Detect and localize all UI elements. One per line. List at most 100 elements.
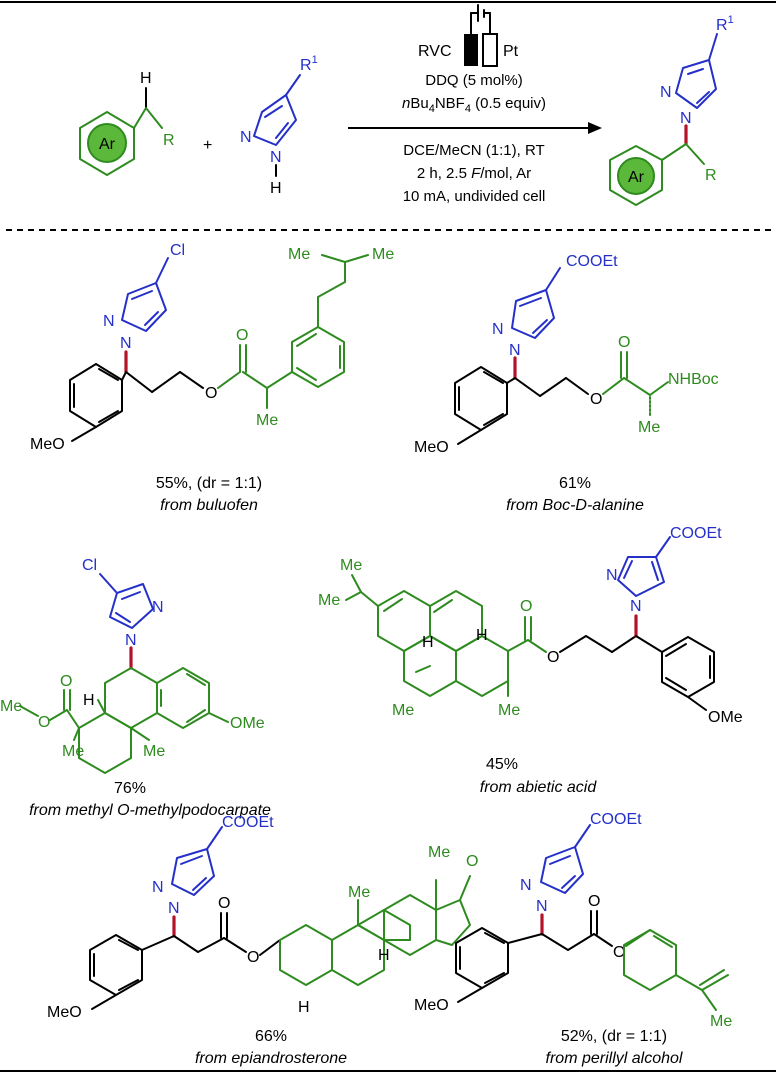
- p3-h-label: H: [83, 692, 95, 709]
- p4-ester-o: O: [547, 649, 559, 666]
- pyrazole-r1-label: R1: [300, 54, 318, 74]
- p5-h5-label: H: [298, 999, 310, 1016]
- p4-ome-label: OMe: [708, 709, 743, 726]
- p2-yield: 61%: [559, 475, 591, 492]
- p5-meo-label: MeO: [47, 1004, 82, 1021]
- product-boc-alanine: COOEt N N O O NHBoc Me MeO: [414, 253, 719, 456]
- p3-ome-label: OMe: [230, 715, 265, 732]
- p5-carbonyl-o: O: [218, 895, 230, 912]
- product-general: R1 N N R Ar: [609, 14, 734, 206]
- p5-me1-label: Me: [348, 884, 370, 901]
- pyrazole-n1-label: N: [270, 149, 282, 166]
- p3-methyl-o: Me: [0, 698, 22, 715]
- substrate-ar-label: Ar: [99, 136, 116, 153]
- p1-cl-label: Cl: [170, 242, 185, 259]
- p6-n2-label: N: [520, 877, 532, 894]
- substrate-h-label: H: [140, 70, 152, 87]
- p4-source: from abietic acid: [480, 779, 598, 796]
- p3-me1-label: Me: [62, 743, 84, 760]
- plus-sign: +: [203, 137, 212, 154]
- p2-meo-label: MeO: [414, 439, 449, 456]
- p4-me-left: Me: [318, 592, 340, 609]
- cathode-label: Pt: [503, 43, 519, 60]
- current-condition: 10 mA, undivided cell: [403, 188, 546, 205]
- p5-cooet-label: COOEt: [222, 814, 274, 831]
- p6-ester-o: O: [613, 944, 625, 961]
- product-n2-label: N: [660, 84, 672, 101]
- p1-source: from buluofen: [160, 497, 258, 514]
- product-r-label: R: [705, 167, 717, 184]
- product-buluofen: Cl N N O O Me Me Me MeO: [30, 242, 394, 453]
- p4-me1-label: Me: [392, 702, 414, 719]
- p6-source: from perillyl alcohol: [546, 1050, 683, 1067]
- p6-carbonyl-o: O: [588, 893, 600, 910]
- p5-me2-label: Me: [428, 844, 450, 861]
- product-ar-label: Ar: [628, 169, 645, 186]
- p3-cl-label: Cl: [82, 557, 97, 574]
- p1-n1-label: N: [120, 335, 132, 352]
- p2-cooet-label: COOEt: [566, 253, 618, 270]
- p2-me-label: Me: [638, 419, 660, 436]
- p1-carbonyl-o: O: [236, 327, 248, 344]
- substrate-r-label: R: [163, 132, 175, 149]
- p2-source: from Boc-D-alanine: [506, 497, 644, 514]
- p5-n2-label: N: [152, 879, 164, 896]
- p4-cooet-label: COOEt: [670, 525, 722, 542]
- product-podocarpate: Cl N N OMe Me H O O Me Me: [0, 557, 265, 774]
- p6-yield: 52%, (dr = 1:1): [561, 1028, 667, 1045]
- solvent-condition: DCE/MeCN (1:1), RT: [403, 142, 544, 159]
- p4-me-top: Me: [340, 557, 362, 574]
- pyrazole-reagent: R1 N N H: [240, 54, 318, 197]
- catalyst-condition: DDQ (5 mol%): [425, 72, 523, 89]
- p3-carbonyl-o: O: [60, 673, 72, 690]
- p1-yield: 55%, (dr = 1:1): [156, 475, 262, 492]
- p1-ester-o: O: [205, 385, 217, 402]
- product-abietic: Me Me O O N N COOEt OMe H H: [318, 525, 743, 726]
- p1-me-label: Me: [256, 412, 278, 429]
- p5-h-label: H: [378, 947, 390, 964]
- p5-yield: 66%: [255, 1028, 287, 1045]
- p2-n2-label: N: [492, 321, 504, 338]
- substrate-arene: Ar H R: [79, 70, 175, 176]
- p1-me-b: Me: [372, 246, 394, 263]
- arrow-head: [588, 122, 602, 134]
- p6-cooet-label: COOEt: [590, 811, 642, 828]
- p6-me-label: Me: [710, 1013, 732, 1030]
- product-perillyl: COOEt N N O O Me MeO: [414, 811, 732, 1030]
- p2-ester-o: O: [590, 391, 602, 408]
- p6-meo-label: MeO: [414, 997, 449, 1014]
- p2-carbonyl-o: O: [618, 334, 630, 351]
- electrode-setup: RVC Pt: [418, 4, 519, 67]
- p4-h2-label: H: [476, 627, 488, 644]
- p3-n1-label: N: [125, 632, 137, 649]
- electrolyte-condition: nBu4NBF4 (0.5 equiv): [402, 95, 546, 115]
- p1-me-a: Me: [288, 246, 310, 263]
- p5-source: from epiandrosterone: [195, 1050, 347, 1067]
- p6-n1-label: N: [536, 898, 548, 915]
- p3-n2-label: N: [152, 599, 164, 616]
- p2-n1-label: N: [509, 342, 521, 359]
- time-charge-condition: 2 h, 2.5 F/mol, Ar: [417, 165, 531, 182]
- p4-n1-label: N: [630, 598, 642, 615]
- anode-label: RVC: [418, 43, 452, 60]
- p3-ester-o: O: [38, 714, 50, 731]
- product-epiandrosterone: COOEt N N O O Me Me O H H MeO: [47, 814, 478, 1021]
- p3-me2-label: Me: [143, 743, 165, 760]
- p3-yield: 76%: [114, 780, 146, 797]
- p5-ester-o: O: [247, 949, 259, 966]
- p4-n2-label: N: [606, 567, 618, 584]
- p5-n1-label: N: [168, 900, 180, 917]
- p1-meo-label: MeO: [30, 436, 65, 453]
- pyrazole-h-label: H: [270, 180, 282, 197]
- p4-h1-label: H: [422, 634, 434, 651]
- p2-nhboc-label: NHBoc: [668, 371, 719, 388]
- p4-carbonyl-o: O: [520, 598, 532, 615]
- pyrazole-n2-label: N: [240, 129, 252, 146]
- p4-me2-label: Me: [498, 702, 520, 719]
- p4-yield: 45%: [486, 756, 518, 773]
- product-n1-label: N: [680, 110, 692, 127]
- p3-source: from methyl O-methylpodocarpate: [29, 802, 271, 819]
- p1-n2-label: N: [103, 313, 115, 330]
- p5-ketone-o: O: [466, 853, 478, 870]
